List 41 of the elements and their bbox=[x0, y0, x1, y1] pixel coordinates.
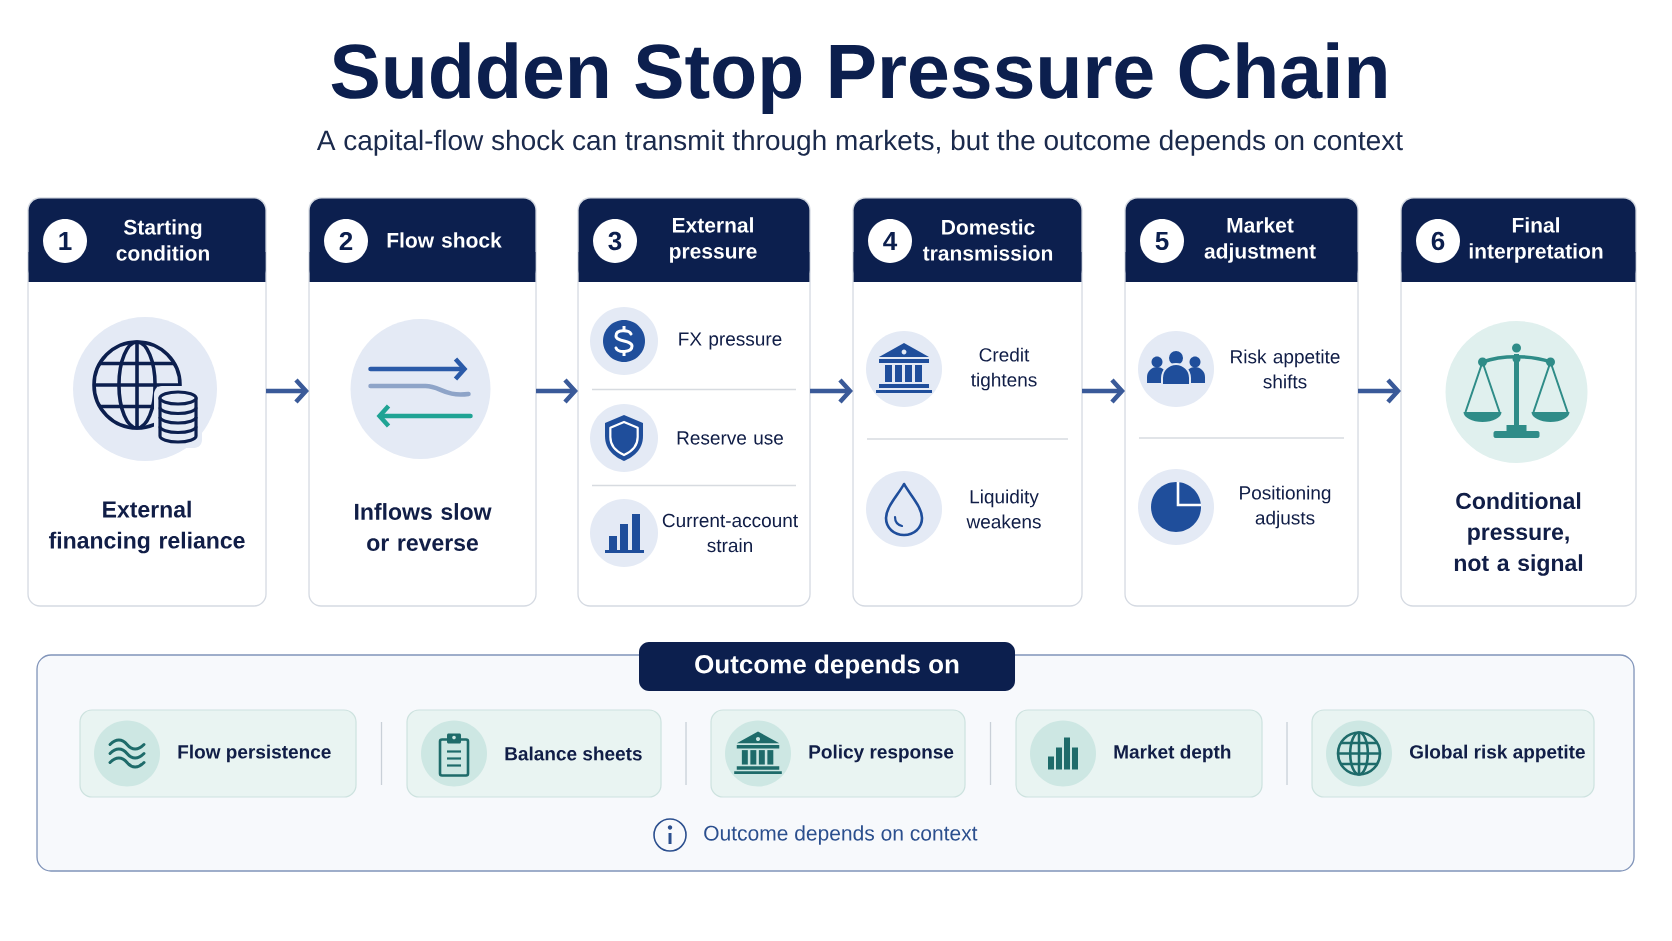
row-label: Positioning adjusts bbox=[1240, 485, 1331, 529]
step-card bbox=[577, 197, 811, 607]
row-label: Liquidity weakens bbox=[966, 489, 1041, 529]
title: Sudden Stop Pressure Chain bbox=[331, 42, 1386, 114]
number-badge: 2 bbox=[324, 219, 368, 263]
factor-pill bbox=[710, 709, 966, 798]
number-badge: 5 bbox=[1140, 219, 1184, 263]
step-card bbox=[1124, 197, 1359, 607]
factor-label: Balance sheets bbox=[505, 746, 642, 761]
arrow bbox=[1358, 378, 1401, 404]
factor-label: Flow persistence bbox=[178, 744, 331, 763]
factor-label: Policy response bbox=[809, 744, 954, 763]
factor-pill bbox=[1311, 709, 1595, 798]
row-label: Current-account strain bbox=[662, 513, 798, 553]
subtitle: A capital-flow shock can transmit through markets, but the outcome depends on context bbox=[316, 129, 1403, 156]
arrow bbox=[1082, 378, 1125, 404]
row-label: Risk appetite shifts bbox=[1231, 349, 1340, 389]
factor-label: Market depth bbox=[1114, 744, 1231, 763]
card-text: Conditional pressure, not a signal bbox=[1454, 492, 1583, 576]
step-card bbox=[1400, 197, 1637, 607]
factor-label: Global risk appetite bbox=[1410, 744, 1585, 763]
number-badge: 3 bbox=[593, 219, 637, 263]
number-badge: 1 bbox=[43, 219, 87, 263]
factor-pill bbox=[79, 709, 357, 798]
panel-title: Outcome depends on bbox=[639, 642, 1015, 691]
step-card bbox=[852, 197, 1083, 607]
row-label: Credit tightens bbox=[971, 347, 1037, 391]
arrow bbox=[266, 378, 309, 404]
number-badge: 4 bbox=[868, 219, 912, 263]
step-card bbox=[308, 197, 537, 607]
arrow bbox=[810, 378, 853, 404]
card-text: External financing reliance bbox=[49, 500, 245, 554]
arrow bbox=[536, 378, 578, 404]
row-label: Reserve use bbox=[677, 431, 783, 445]
note-text: Outcome depends on context bbox=[704, 825, 978, 845]
number-badge: 6 bbox=[1416, 219, 1460, 263]
step-card bbox=[27, 197, 267, 607]
card-text: Inflows slow or reverse bbox=[355, 503, 492, 551]
factor-pill bbox=[1015, 709, 1263, 798]
row-label: FX pressure bbox=[679, 332, 782, 350]
factor-pill bbox=[406, 709, 662, 798]
